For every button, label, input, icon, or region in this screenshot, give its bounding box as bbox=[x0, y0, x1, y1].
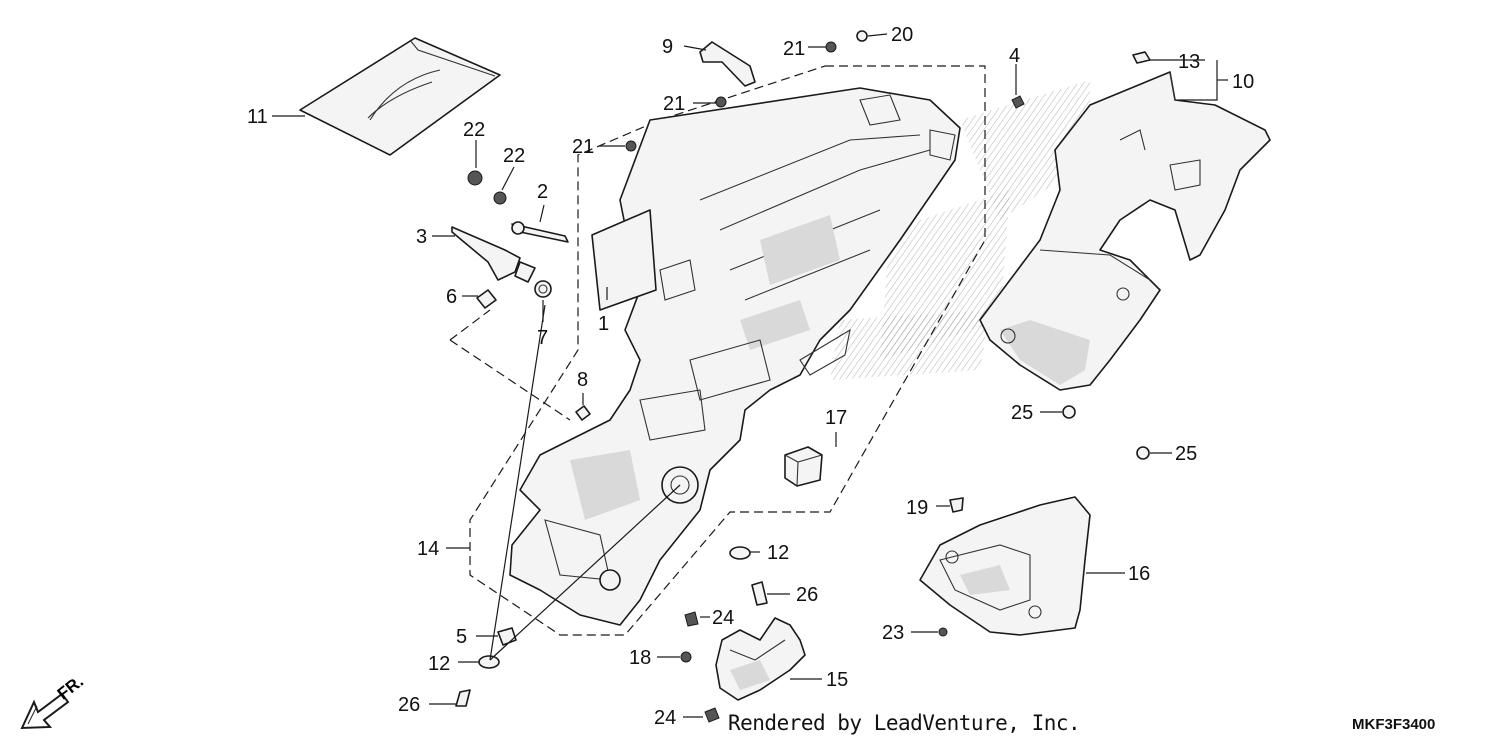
render-credit: Rendered by LeadVenture, Inc. bbox=[728, 711, 1081, 735]
diagram-code: MKF3F3400 bbox=[1352, 716, 1436, 733]
callout-24-upper: 24 bbox=[712, 607, 734, 629]
callout-22-right: 22 bbox=[503, 145, 525, 167]
part-16-cover bbox=[919, 496, 1091, 636]
callout-1: 1 bbox=[598, 313, 609, 335]
callout-19: 19 bbox=[906, 497, 928, 519]
callout-21-mid: 21 bbox=[663, 93, 685, 115]
callout-24-lower: 24 bbox=[654, 707, 676, 729]
part-10-cover bbox=[979, 51, 1271, 391]
callout-6: 6 bbox=[446, 286, 457, 308]
front-direction-arrow-icon bbox=[20, 692, 70, 730]
callout-16: 16 bbox=[1128, 563, 1150, 585]
callout-labels: 1 2 3 4 5 6 7 8 9 10 11 12 12 13 14 15 1… bbox=[247, 24, 1254, 729]
callout-11: 11 bbox=[247, 106, 268, 128]
callout-17: 17 bbox=[825, 407, 847, 429]
callout-20: 20 bbox=[891, 24, 913, 46]
callout-21-top: 21 bbox=[783, 38, 805, 60]
assembly-boundary bbox=[449, 65, 986, 636]
callout-5: 5 bbox=[456, 626, 467, 648]
callout-22-left: 22 bbox=[463, 119, 485, 141]
part-11-manual bbox=[299, 37, 501, 156]
callout-9: 9 bbox=[662, 36, 673, 58]
callout-23: 23 bbox=[882, 622, 904, 644]
callout-13: 13 bbox=[1178, 51, 1200, 73]
callout-25-upper: 25 bbox=[1011, 402, 1033, 424]
callout-7: 7 bbox=[537, 327, 548, 349]
leader-lines bbox=[272, 33, 1228, 718]
callout-25-lower: 25 bbox=[1175, 443, 1197, 465]
callout-4: 4 bbox=[1009, 45, 1020, 67]
callout-12-lower: 12 bbox=[428, 653, 450, 675]
part-9-bracket bbox=[699, 41, 756, 87]
part-17-block bbox=[784, 446, 823, 487]
rear-fender-assembly bbox=[509, 87, 961, 626]
callout-14: 14 bbox=[417, 538, 439, 560]
callout-3: 3 bbox=[416, 226, 427, 248]
callout-15: 15 bbox=[826, 669, 848, 691]
part-15-bracket bbox=[715, 617, 806, 701]
callout-26-lower: 26 bbox=[398, 694, 420, 716]
callout-26-upper: 26 bbox=[796, 584, 818, 606]
callout-12-upper: 12 bbox=[767, 542, 789, 564]
callout-10: 10 bbox=[1232, 71, 1254, 93]
callout-8: 8 bbox=[577, 369, 588, 391]
callout-2: 2 bbox=[537, 181, 548, 203]
watermark-logo bbox=[830, 80, 1090, 380]
callout-21-left: 21 bbox=[572, 136, 594, 158]
callout-18: 18 bbox=[629, 647, 651, 669]
fasteners bbox=[455, 30, 1150, 723]
seat-hook-parts bbox=[451, 170, 569, 309]
